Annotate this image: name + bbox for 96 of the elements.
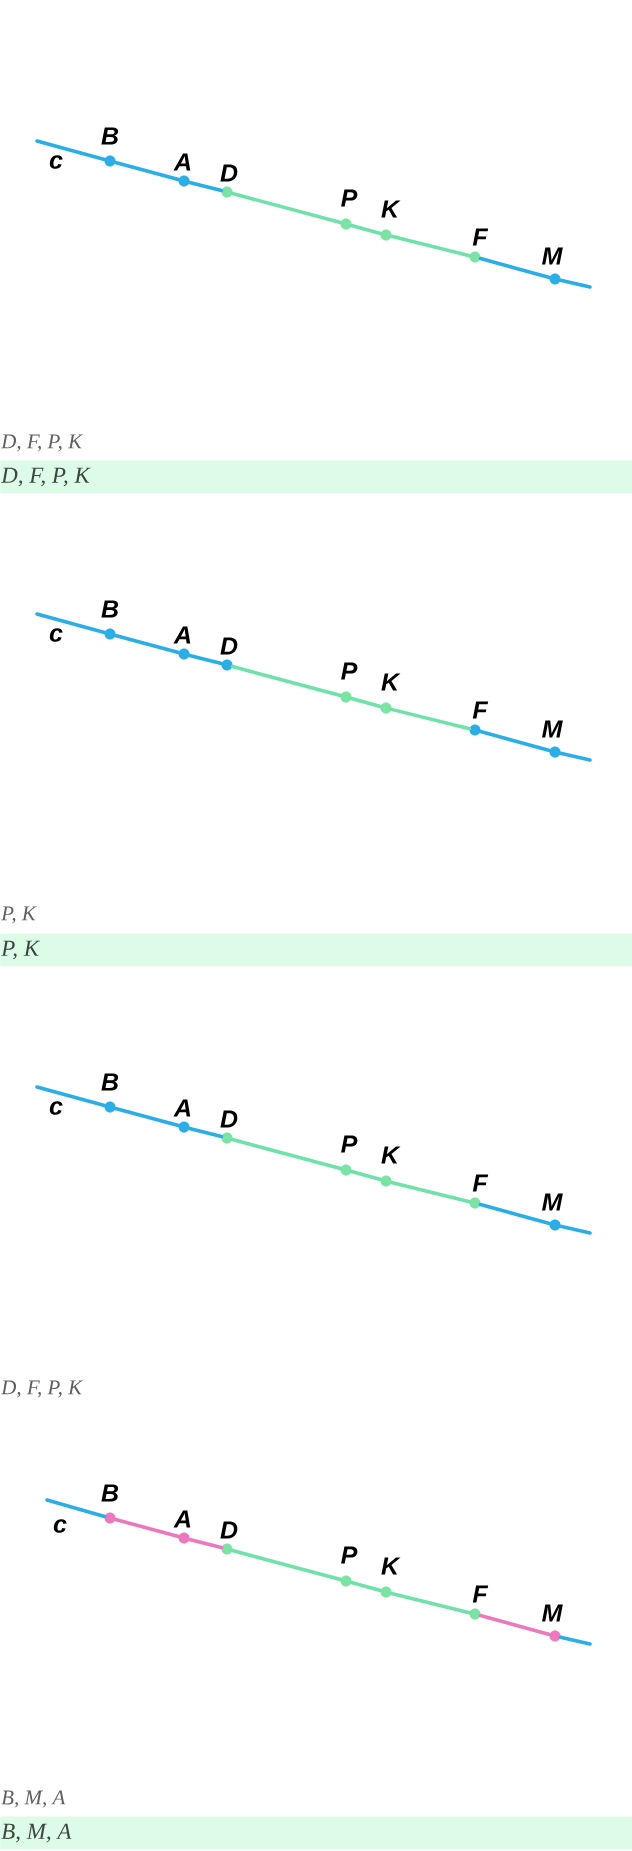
- point: M: [542, 247, 563, 285]
- line-segment: [187, 180, 224, 193]
- answer-text: D, F, P, K: [0, 1380, 83, 1398]
- line-segment: [478, 1202, 552, 1226]
- node-label: B: [101, 1484, 119, 1502]
- node-label: F: [472, 228, 489, 246]
- point: F: [469, 701, 489, 736]
- node-label: M: [542, 720, 563, 738]
- line-segment: [478, 256, 552, 280]
- node-label: M: [542, 1193, 563, 1211]
- line-segment: [187, 1537, 224, 1550]
- point: M: [542, 1193, 563, 1231]
- answer-band: B, M, A: [0, 1816, 632, 1850]
- node-label: B: [101, 127, 119, 145]
- node-label: P: [341, 189, 358, 207]
- node-label: P: [341, 662, 358, 680]
- node-label: D: [220, 1521, 238, 1539]
- node-label: K: [381, 1557, 401, 1575]
- point: B: [101, 600, 119, 640]
- point: F: [469, 228, 489, 263]
- line-segment: [230, 191, 343, 225]
- point: P: [340, 189, 358, 230]
- point: P: [340, 662, 358, 703]
- node-label: K: [381, 200, 401, 218]
- point: K: [380, 673, 401, 714]
- line-name: c: [49, 628, 63, 642]
- node-label: F: [472, 701, 489, 719]
- node-label: K: [381, 673, 401, 691]
- answer-band: P, K: [0, 933, 632, 967]
- point: P: [340, 1135, 358, 1176]
- node-label: D: [220, 1110, 238, 1128]
- node-label: B: [101, 600, 119, 618]
- point: K: [380, 200, 401, 241]
- node-label: B: [101, 1073, 119, 1091]
- line-segment: [230, 664, 343, 698]
- line-segment: [389, 707, 472, 731]
- line-segment: [389, 234, 472, 258]
- node-label: A: [173, 1099, 191, 1117]
- line-name: c: [49, 1101, 63, 1115]
- line-segment: [45, 1498, 107, 1519]
- point: K: [380, 1146, 401, 1187]
- point: P: [340, 1546, 358, 1587]
- line-segment: [230, 1137, 343, 1171]
- line-segment: [113, 1517, 181, 1539]
- line-segment: [389, 1591, 472, 1615]
- line-segment: [35, 1085, 107, 1108]
- line-segment: [113, 1106, 181, 1128]
- point: K: [380, 1557, 401, 1598]
- node-label: F: [472, 1174, 489, 1192]
- node-label: D: [220, 164, 238, 182]
- line-segment: [349, 1580, 383, 1593]
- line-segment: [35, 612, 107, 635]
- line-name: c: [49, 155, 63, 169]
- point: D: [220, 1110, 238, 1144]
- point: D: [220, 637, 238, 671]
- line-segment: [187, 653, 224, 666]
- node-label: A: [173, 1510, 191, 1528]
- point: B: [101, 1073, 119, 1113]
- line-segment: [349, 1169, 383, 1182]
- line-segment: [478, 729, 552, 753]
- point: A: [173, 626, 191, 660]
- node-label: K: [381, 1146, 401, 1164]
- point: A: [173, 1510, 191, 1544]
- line-segment: [558, 1224, 592, 1235]
- point: B: [101, 1484, 119, 1524]
- point: A: [173, 153, 191, 187]
- line-segment: [558, 1635, 592, 1646]
- line-segment: [113, 160, 181, 182]
- line-segment: [349, 696, 383, 709]
- line-segment: [230, 1548, 343, 1582]
- point: A: [173, 1099, 191, 1133]
- node-label: F: [472, 1585, 489, 1603]
- node-label: P: [341, 1546, 358, 1564]
- point: D: [220, 164, 238, 198]
- line-segment: [187, 1126, 224, 1139]
- line-name: c: [53, 1519, 67, 1533]
- node-label: M: [542, 1604, 563, 1622]
- node-label: M: [542, 247, 563, 265]
- line-segment: [35, 139, 107, 162]
- line-segment: [558, 751, 592, 762]
- point: M: [542, 1604, 563, 1642]
- node-label: A: [173, 626, 191, 644]
- node-label: D: [220, 637, 238, 655]
- node-label: P: [341, 1135, 358, 1153]
- line-segment: [478, 1613, 552, 1637]
- line-segment: [389, 1180, 472, 1204]
- point: D: [220, 1521, 238, 1555]
- point: B: [101, 127, 119, 167]
- point: M: [542, 720, 563, 758]
- line-segment: [558, 278, 592, 289]
- answer-band: D, F, P, K: [0, 460, 632, 494]
- point: F: [469, 1174, 489, 1209]
- point: F: [469, 1585, 489, 1620]
- line-segment: [113, 633, 181, 655]
- line-segment: [349, 223, 383, 236]
- node-label: A: [173, 153, 191, 171]
